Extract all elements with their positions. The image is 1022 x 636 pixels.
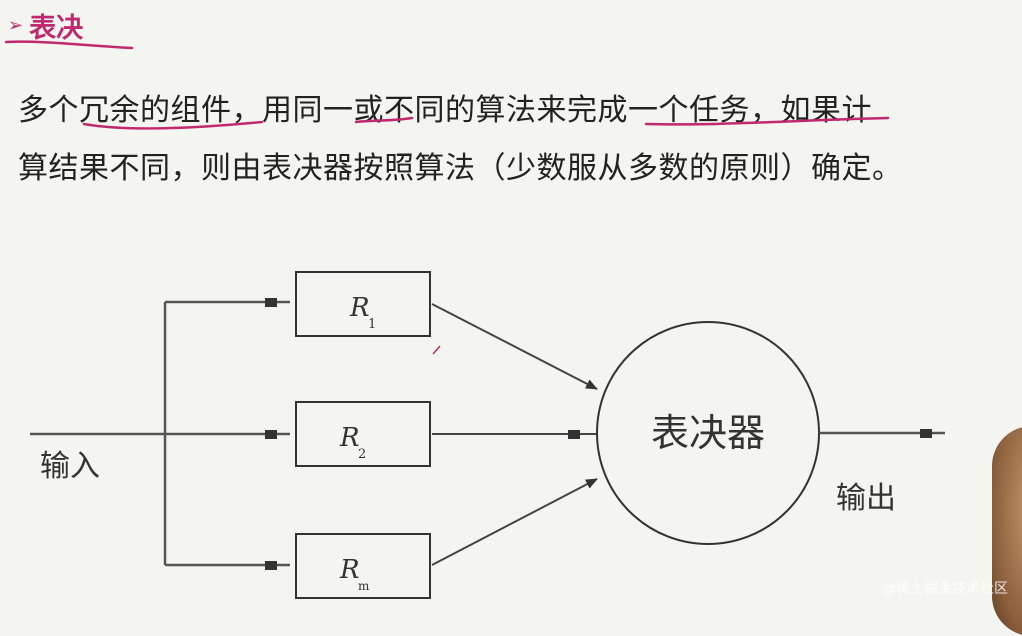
voting-diagram: R 1 R 2 R m 表决器 输入 输出 <box>4 40 945 599</box>
voter-input-dot <box>568 430 580 439</box>
module-r2: R 2 <box>295 401 431 467</box>
pen-mark <box>432 345 441 355</box>
arrow-marker-icon: ➢ <box>8 15 24 36</box>
module-rm: R m <box>295 533 431 599</box>
heading-underline <box>4 40 134 50</box>
input-label: 输入 <box>40 449 100 484</box>
module-r2-subscript: 2 <box>358 447 366 462</box>
output-label: 输出 <box>836 481 896 516</box>
module-r1: R 1 <box>295 271 431 337</box>
module-rm-label: R <box>339 555 360 585</box>
slide: ➢ 表决 多个冗余的组件，用同一或不同的算法来完成一个任务，如果计 算结果不同，… <box>4 6 1022 636</box>
output-dot <box>920 429 932 438</box>
underline-same <box>354 116 414 124</box>
voter-label: 表决器 <box>651 411 765 455</box>
annotation-underlines <box>4 40 890 130</box>
underline-redundant-components <box>82 120 264 130</box>
input-lines <box>30 300 290 567</box>
module-r2-label: R <box>339 423 360 453</box>
module-rm-subscript: m <box>358 579 370 593</box>
module-r1-subscript: 1 <box>368 317 376 332</box>
section-title: 表决 <box>29 13 84 44</box>
description-paragraph: 多个冗余的组件，用同一或不同的算法来完成一个任务，如果计 算结果不同，则由表决器… <box>18 82 1008 198</box>
input-connector-dots <box>265 298 277 570</box>
watermark: @稀土掘金技术社区 <box>882 581 1008 597</box>
underline-complete-task <box>644 116 890 126</box>
module-r1-label: R <box>349 293 370 323</box>
paragraph-line-2: 算结果不同，则由表决器按照算法（少数服从多数的原则）确定。 <box>18 151 903 186</box>
paragraph-line-1: 多个冗余的组件，用同一或不同的算法来完成一个任务，如果计 <box>18 93 872 128</box>
presenter-silhouette <box>992 426 1022 636</box>
section-heading: ➢ 表决 <box>8 6 83 45</box>
